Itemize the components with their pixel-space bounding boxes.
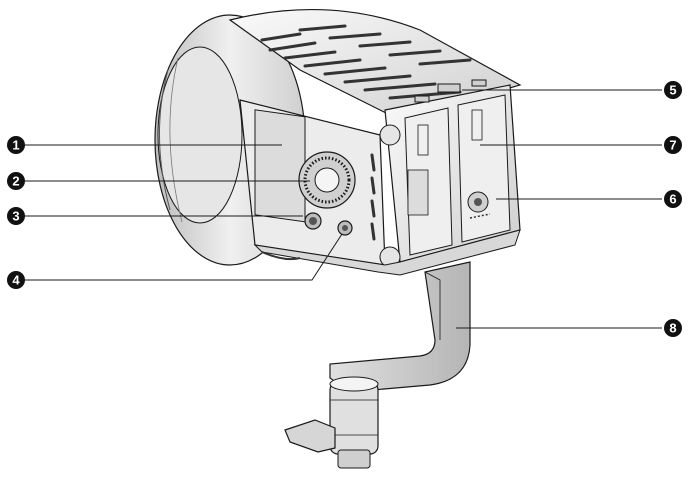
callout-4-number: 4: [12, 273, 20, 288]
callout-3: 3: [7, 207, 25, 225]
front-reflector-mount: [154, 14, 306, 266]
dc-power-port[interactable]: [467, 191, 489, 213]
rear-battery-panel: [379, 79, 521, 268]
callout-3-number: 3: [12, 209, 19, 224]
callout-8-number: 8: [669, 321, 676, 336]
display-screen: [254, 109, 306, 223]
clamp-lever[interactable]: [284, 419, 336, 453]
leader-lines: [25, 89, 662, 329]
callout-5-number: 5: [669, 83, 676, 98]
callout-5: 5: [664, 81, 682, 99]
control-dial[interactable]: [298, 151, 356, 209]
mount-clamp: [284, 376, 379, 469]
callout-2: 2: [7, 172, 25, 190]
callout-1: 1: [7, 136, 25, 154]
callout-7-number: 7: [669, 138, 676, 153]
callout-6-number: 6: [669, 192, 676, 207]
callout-8: 8: [664, 319, 682, 337]
callout-1-number: 1: [12, 138, 19, 153]
battery-plate-right: [457, 94, 511, 243]
battery-latch[interactable]: [414, 79, 487, 103]
side-control-panel: [239, 99, 386, 266]
callout-2-number: 2: [12, 174, 19, 189]
mounting-bracket: [329, 261, 471, 393]
housing-bottom: [253, 229, 521, 276]
callout-4: 4: [7, 271, 25, 289]
callout-7: 7: [664, 136, 682, 154]
battery-plate-left: [404, 107, 453, 256]
power-button[interactable]: [337, 220, 353, 236]
callout-6: 6: [664, 190, 682, 208]
function-button[interactable]: [304, 212, 322, 230]
